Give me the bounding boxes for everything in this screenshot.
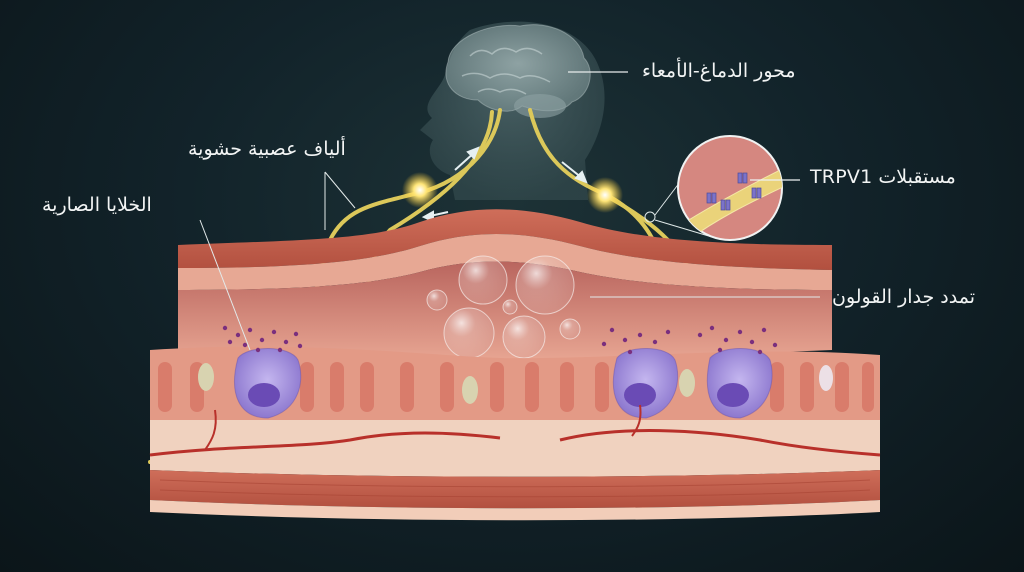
trpv1-callout <box>644 135 800 241</box>
blood-vessels <box>149 404 881 457</box>
label-mast-cells: الخلايا الصارية <box>42 194 152 216</box>
serosa <box>150 500 880 521</box>
submucosa <box>150 420 880 477</box>
label-colon-wall-distension: تمدد جدار القولون <box>832 286 976 308</box>
trpv1-receptor-icon <box>706 172 762 211</box>
gas-bubble-icon <box>426 255 581 359</box>
colon-wall-upper <box>178 209 832 290</box>
leader-lines <box>199 171 820 351</box>
colon-mucosa <box>150 346 880 420</box>
label-brain-gut-axis: محور الدماغ-الأمعاء <box>642 60 796 82</box>
label-trpv1-receptors: مستقبلات TRPV1 <box>810 166 956 188</box>
label-visceral-nerve-fibers: ألياف عصبية حشوية <box>188 138 346 160</box>
muscularis <box>150 470 880 509</box>
mast-cell-granules <box>222 325 778 355</box>
mast-cell-icon <box>234 348 773 419</box>
brain-icon <box>445 24 591 118</box>
